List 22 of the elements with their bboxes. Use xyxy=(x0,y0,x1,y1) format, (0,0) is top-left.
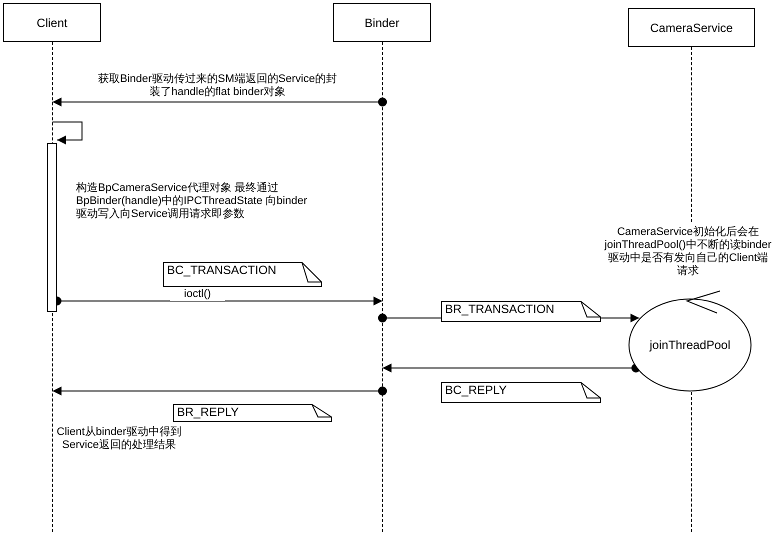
lifeline xyxy=(382,42,383,532)
lifeline xyxy=(691,47,692,222)
note-label: BR_REPLY xyxy=(177,405,239,419)
participant-box: Client xyxy=(3,3,101,42)
message-label: ioctl() xyxy=(170,288,225,301)
message-arrow xyxy=(52,122,82,144)
lifeline xyxy=(691,392,692,532)
message-label: 获取Binder驱动传过来的SM端返回的Service的封装了handle的flat binder对象 xyxy=(95,73,340,99)
circle-label: joinThreadPool xyxy=(648,339,732,352)
lifeline xyxy=(52,42,53,532)
participant-box: CameraService xyxy=(628,8,755,47)
activation-bar xyxy=(47,143,57,312)
message-arrow xyxy=(52,98,387,106)
participant-box: Binder xyxy=(333,3,431,42)
note-label: BC_TRANSACTION xyxy=(167,263,276,277)
note-text: Client从binder驱动中得到Service返回的处理结果 xyxy=(56,426,182,452)
message-arrow xyxy=(382,364,640,372)
message-arrow xyxy=(600,314,640,322)
note-label: BC_REPLY xyxy=(445,383,507,397)
note-label: BR_TRANSACTION xyxy=(445,302,554,316)
message-arrow xyxy=(52,386,387,396)
note-text: CameraService初始化后会在joinThreadPool()中不断的读binder驱动中是否有发向自己的Client端请求 xyxy=(603,226,773,278)
